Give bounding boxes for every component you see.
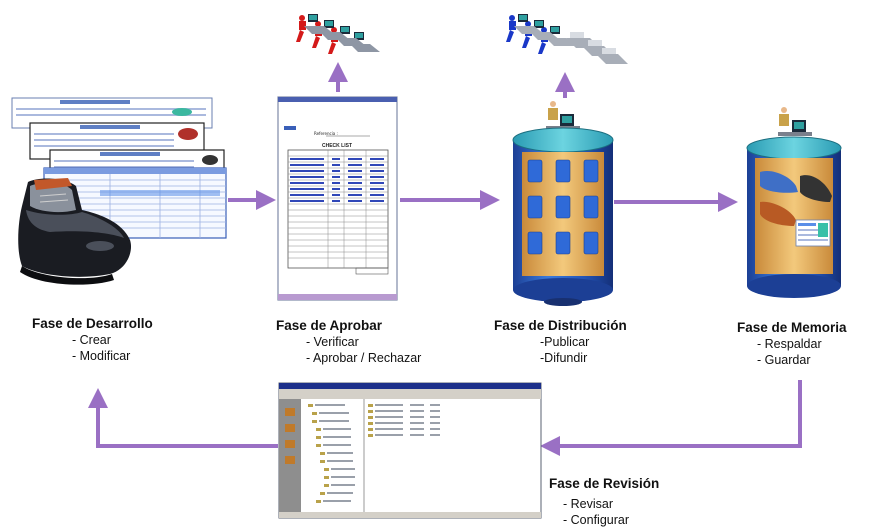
phase-memoria-item: - Respaldar	[757, 337, 822, 351]
arrow-revision-to-desarrollo	[88, 388, 278, 448]
boot-image	[18, 178, 132, 285]
phase-memoria: Fase de Memoria - Respaldar - Guardar	[737, 320, 847, 368]
phase-aprobar-item: - Verificar	[306, 335, 359, 349]
phase-aprobar-title: Fase de Aprobar	[276, 318, 383, 333]
arrows	[88, 62, 802, 456]
phase-distribucion: Fase de Distribución -Publicar -Difundir	[494, 318, 627, 366]
checklist-heading: CHECK LIST	[322, 143, 352, 149]
phase-memoria-item: - Guardar	[757, 353, 811, 367]
memory-cylinder	[746, 107, 842, 298]
phase-desarrollo-item: - Modificar	[72, 349, 131, 363]
phase-aprobar-item: - Aprobar / Rechazar	[306, 351, 422, 365]
operator-figure-memoria	[778, 107, 812, 136]
arrow-memoria-to-revision	[540, 380, 802, 456]
phase-revision: Fase de Revisión - Revisar - Configurar	[549, 476, 659, 528]
phase-revision-title: Fase de Revisión	[549, 476, 660, 491]
phase-desarrollo: Fase de Desarrollo - Crear - Modificar	[32, 316, 153, 364]
red-people-group	[296, 14, 380, 54]
checklist-document: Referencia : CHECK LIST	[277, 96, 398, 301]
phase-aprobar: Fase de Aprobar - Verificar - Aprobar / …	[276, 318, 421, 366]
phase-desarrollo-item: - Crear	[72, 333, 111, 347]
explorer-window	[278, 382, 542, 519]
distribution-cylinder	[512, 101, 614, 306]
phase-revision-item: - Configurar	[563, 513, 629, 527]
phase-distribucion-title: Fase de Distribución	[494, 318, 627, 333]
blue-people-group	[506, 14, 628, 64]
operator-figure-distribucion	[546, 101, 580, 130]
checklist-field-label: Referencia :	[314, 131, 338, 136]
phase-desarrollo-title: Fase de Desarrollo	[32, 316, 153, 331]
phase-memoria-title: Fase de Memoria	[737, 320, 847, 335]
phase-distribucion-item: -Difundir	[540, 351, 588, 365]
phase-distribucion-item: -Publicar	[540, 335, 590, 349]
phase-revision-item: - Revisar	[563, 497, 614, 511]
